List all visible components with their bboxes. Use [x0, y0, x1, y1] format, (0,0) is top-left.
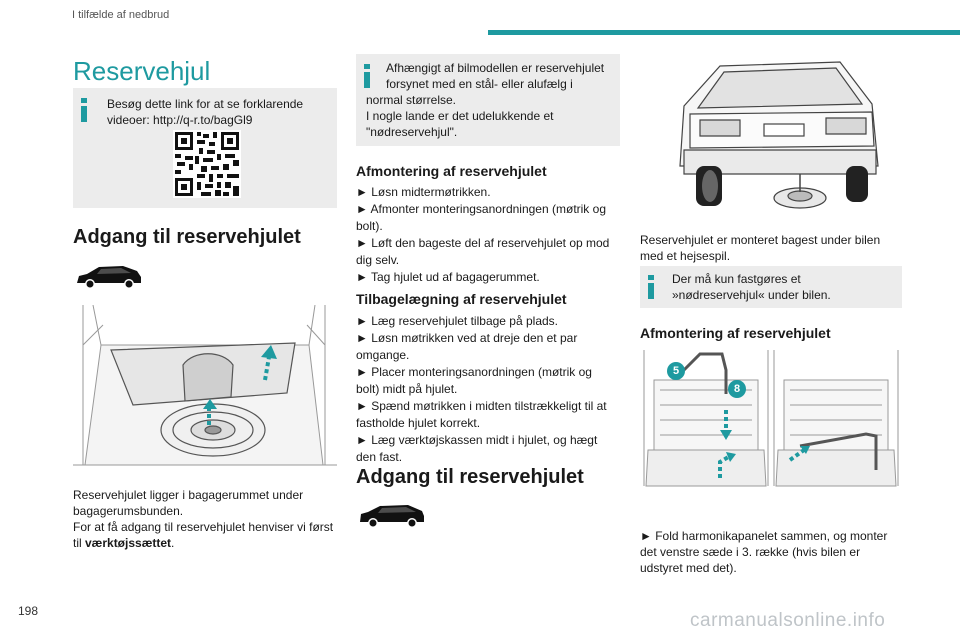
step-line: fastholde hjulet korrekt.: [356, 416, 481, 430]
step-line: omgange.: [356, 348, 410, 362]
subheading-removal-2: Afmontering af reservehjulet: [640, 325, 831, 341]
page-title: Reservehjul: [73, 56, 211, 86]
callout-8: 8: [728, 380, 746, 398]
suv-silhouette-icon: [77, 266, 141, 289]
toolkit-reference: værktøjssættet: [85, 536, 172, 550]
text-fragment: .: [171, 536, 175, 550]
step-line: bolt).: [356, 219, 383, 233]
text-line: Reservehjulet er monteret bagest under b…: [640, 233, 881, 247]
step-line: den fast.: [356, 450, 403, 464]
col1-paragraph: Reservehjulet ligger i bagagerummet unde…: [73, 487, 343, 551]
note-line: videoer: http://q-r.to/bagGl9: [107, 113, 253, 127]
refit-steps: ► Læg reservehjulet tilbage på plads. ► …: [356, 313, 621, 466]
step-line: det venstre sæde i 3. række (hvis bilen …: [640, 545, 861, 559]
subheading-removal: Afmontering af reservehjulet: [356, 163, 547, 179]
step-line: ► Fold harmonikapanelet sammen, og monte…: [640, 529, 888, 543]
text-line: med et hejsespil.: [640, 249, 731, 263]
rear-car-spare-wheel-illustration: [640, 46, 902, 218]
info-icon: [364, 64, 370, 88]
section-heading-access: Adgang til reservehjulet: [73, 226, 301, 248]
note-line: normal størrelse.: [366, 93, 457, 107]
step-line: dig selv.: [356, 253, 400, 267]
running-header: I tilfælde af nedbrud: [72, 9, 170, 21]
watermark[interactable]: carmanualsonline.info: [690, 610, 886, 631]
info-icon: [81, 98, 87, 122]
col3-paragraph: Reservehjulet er monteret bagest under b…: [640, 232, 910, 264]
step-line: ► Spænd møtrikken i midten tilstrækkelig…: [356, 399, 607, 413]
suv-silhouette-icon: [360, 505, 424, 528]
header-rule: [488, 30, 960, 35]
text-line: bagagerumsbunden.: [73, 504, 184, 518]
info-note-video: Besøg dette link for at se forklarende v…: [73, 88, 337, 208]
col3-instruction: ► Fold harmonikapanelet sammen, og monte…: [640, 528, 910, 576]
step-line: ► Løsn møtrikken ved at dreje den et par: [356, 331, 578, 345]
page-number: 198: [18, 604, 39, 618]
step-line: ► Løft den bageste del af reservehjulet …: [356, 236, 610, 250]
text-line: til værktøjssættet.: [73, 535, 343, 551]
text-fragment: til: [73, 536, 85, 550]
note-line: Besøg dette link for at se forklarende: [107, 97, 304, 111]
callout-5: 5: [667, 362, 685, 380]
info-note-wheel-type: Afhængigt af bilmodellen er reservehjule…: [356, 54, 620, 146]
step-line: ► Læg reservehjulet tilbage på plads.: [356, 314, 558, 328]
note-line: forsynet med en stål- eller alufælg i: [386, 77, 573, 91]
note-line: »nødreservehjul« under bilen.: [672, 288, 831, 302]
text-line: For at få adgang til reservehjulet henvi…: [73, 520, 334, 534]
note-line: "nødreservehjul".: [366, 125, 458, 139]
removal-steps: ► Løsn midtermøtrikken. ► Afmonter monte…: [356, 184, 621, 286]
info-note-emergency-wheel: Der må kun fastgøres et »nødreservehjul«…: [640, 266, 902, 308]
note-line: Afhængigt af bilmodellen er reservehjule…: [386, 61, 605, 75]
step-line: ► Placer monteringsanordningen (møtrik o…: [356, 365, 592, 379]
step-line: bolt) midt på hjulet.: [356, 382, 458, 396]
note-line: I nogle lande er det udelukkende et: [366, 109, 554, 123]
step-line: ► Tag hjulet ud af bagagerummet.: [356, 270, 540, 284]
step-line: ► Løsn midtermøtrikken.: [356, 185, 491, 199]
trunk-spare-wheel-illustration: [73, 305, 337, 475]
subheading-refit: Tilbagelægning af reservehjulet: [356, 291, 567, 307]
section-heading-access-2: Adgang til reservehjulet: [356, 466, 584, 488]
step-line: ► Læg værktøjskassen midt i hjulet, og h…: [356, 433, 598, 447]
step-line: udstyret med det).: [640, 561, 737, 575]
text-line: Reservehjulet ligger i bagagerummet unde…: [73, 488, 304, 502]
step-line: ► Afmonter monteringsanordningen (møtrik…: [356, 202, 606, 216]
info-icon: [648, 275, 654, 299]
note-line: Der må kun fastgøres et: [672, 272, 801, 286]
qr-code-icon[interactable]: [173, 130, 241, 198]
